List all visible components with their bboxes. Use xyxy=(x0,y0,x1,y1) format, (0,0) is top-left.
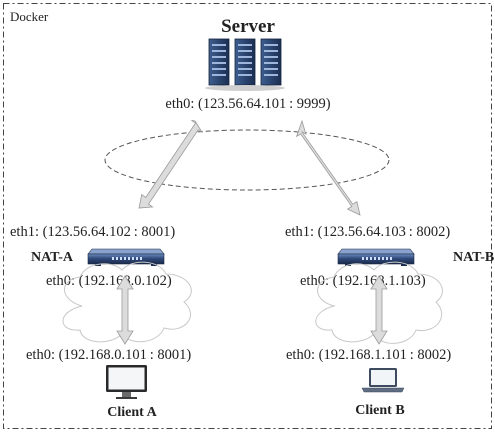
desktop-monitor-icon xyxy=(106,365,147,399)
nat-b-router-icon xyxy=(337,248,415,266)
arrow-server-nat-a xyxy=(138,119,203,209)
nat-a-router-icon xyxy=(87,248,165,266)
client-a-name: Client A xyxy=(107,405,157,420)
arrow-nat-a-client-a xyxy=(116,275,134,345)
laptop-icon xyxy=(361,368,405,393)
private-network-b-cloud xyxy=(315,261,443,344)
nat-b-eth0-label: eth0: (192.168.1.103) xyxy=(300,273,426,289)
client-b-name: Client B xyxy=(355,403,404,418)
server-rack-icon xyxy=(205,38,285,91)
client-a-eth0-label: eth0: (192.168.0.101 : 8001) xyxy=(26,347,191,363)
server-title: Server xyxy=(221,16,275,37)
arrow-server-nat-b xyxy=(295,119,361,216)
private-network-a-cloud xyxy=(62,261,192,343)
client-b-eth0-label: eth0: (192.168.1.101 : 8002) xyxy=(286,347,451,363)
arrow-nat-b-client-b xyxy=(370,275,388,345)
public-network-ellipse xyxy=(104,129,390,191)
nat-b-eth1-label: eth1: (123.56.64.103 : 8002) xyxy=(285,224,450,240)
nat-b-name: NAT-B xyxy=(453,250,494,265)
server-eth0-label: eth0: (123.56.64.101 : 9999) xyxy=(165,96,330,112)
docker-container-border xyxy=(3,3,492,429)
nat-a-name: NAT-A xyxy=(31,250,74,265)
docker-label: Docker xyxy=(10,9,49,24)
nat-a-eth1-label: eth1: (123.56.64.102 : 8001) xyxy=(10,224,175,240)
